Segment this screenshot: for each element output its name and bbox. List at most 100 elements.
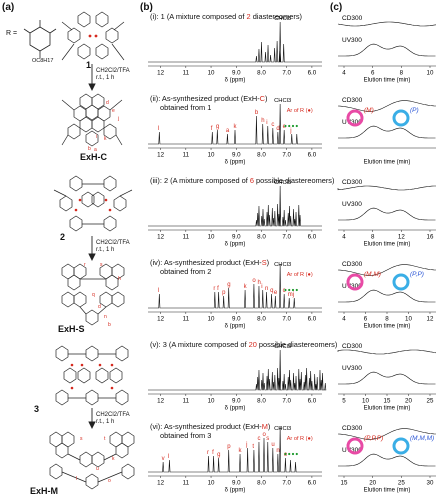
- nmr-tick-label: 12: [157, 234, 164, 241]
- nmr-axis-unit: δ (ppm): [225, 78, 246, 84]
- hplc-tick-label: 30: [427, 480, 434, 487]
- peak-letter: u: [271, 442, 274, 448]
- svg-text:d: d: [98, 304, 101, 310]
- peak-letter: e: [274, 290, 278, 296]
- nmr-row-text-b: possible diastereomers): [256, 340, 338, 349]
- peak-letter: n: [276, 448, 279, 454]
- aryl-marker: [291, 452, 295, 456]
- peak-letter: o: [252, 278, 256, 284]
- peak-letter: j: [289, 128, 291, 134]
- nmr-tick-label: 11: [183, 480, 190, 487]
- peak-letter: r: [213, 286, 215, 292]
- peak-letter: f: [212, 450, 214, 456]
- aryl-label: Ar of R (●): [287, 108, 313, 114]
- svg-text:e: e: [112, 108, 115, 114]
- svg-text:h: h: [118, 276, 121, 282]
- aryl-marker: [291, 288, 295, 292]
- peak-letter: l: [158, 126, 159, 132]
- peak-letter: p: [222, 290, 226, 296]
- peak-letter: s: [266, 436, 269, 442]
- solvent-label: CHCl3: [274, 426, 291, 432]
- aryl-marker: [284, 288, 287, 292]
- nmr-tick-label: 9.0: [232, 480, 241, 487]
- peak-letter: g: [217, 452, 220, 458]
- svg-text:l: l: [76, 476, 77, 482]
- nmr-row-text-b: ): [267, 422, 271, 431]
- hplc-axis-label: Elution time (min): [364, 78, 411, 84]
- nmr-row-highlight: S: [261, 258, 267, 267]
- peak-letter: e: [284, 452, 288, 458]
- nmr-tick-label: 8.0: [257, 234, 266, 241]
- hplc-axis-label: Elution time (min): [364, 406, 411, 412]
- peak-letter: i: [261, 284, 262, 290]
- uv-trace-label: UV300: [342, 119, 362, 126]
- aryl-marker: [295, 124, 298, 128]
- compound-label-exh-m: ExH-M: [30, 486, 59, 496]
- aryl-marker: [295, 452, 298, 456]
- uv-trace: [338, 289, 436, 303]
- svg-text:n: n: [104, 314, 107, 320]
- compound-1-structure: [61, 11, 125, 61]
- svg-text:a: a: [94, 147, 97, 153]
- nmr-tick-label: 7.0: [282, 398, 291, 405]
- nmr-tick-label: 6.0: [308, 70, 317, 77]
- uv-trace: [338, 43, 436, 57]
- time-text: r.t., 1 h: [96, 247, 115, 253]
- uv-trace-label: UV300: [342, 201, 362, 208]
- solvent-label: CHCl3: [274, 180, 291, 186]
- helix-illustration: [392, 437, 410, 455]
- hplc-tick-label: 10: [405, 316, 412, 323]
- peak-letter: h: [257, 280, 260, 286]
- panel-label-b: (b): [140, 2, 153, 13]
- svg-text:k: k: [112, 456, 115, 462]
- hplc-tick-label: 20: [369, 480, 376, 487]
- nmr-row-text-b: ): [265, 94, 268, 103]
- nmr-row-text-a: 3 (A mixture composed of: [162, 340, 249, 349]
- aryl-label: Ar of R (●): [287, 272, 313, 278]
- nmr-tick-label: 12: [157, 70, 164, 77]
- compound-label-exh-c: ExH-C: [80, 152, 108, 162]
- svg-text:q: q: [92, 292, 95, 298]
- time-text: r.t., 1 h: [96, 75, 115, 81]
- hplc-tick-label: 5: [342, 398, 346, 405]
- nmr-tick-label: 12: [157, 398, 164, 405]
- peak-letter: f: [217, 286, 219, 292]
- hplc-tick-label: 15: [341, 480, 348, 487]
- compound-label-1: 1: [86, 60, 92, 70]
- svg-text:o: o: [108, 478, 111, 484]
- peak-letter: t: [252, 444, 254, 450]
- nmr-tick-label: 11: [183, 398, 190, 405]
- nmr-row-highlight: C: [259, 94, 266, 103]
- hplc-tick-label: 15: [384, 398, 391, 405]
- stereo-label: (M,M): [364, 271, 381, 278]
- aryl-marker: [288, 124, 291, 128]
- svg-text:r: r: [84, 262, 86, 268]
- peak-letter: d: [276, 126, 279, 132]
- reaction-arrows: [88, 64, 96, 430]
- nmr-tick-label: 11: [183, 70, 190, 77]
- uv-trace: [338, 207, 436, 221]
- reaction-conditions-1: CH2Cl2/TFA r.t., 1 h: [96, 68, 130, 82]
- peak-letter: c: [271, 122, 274, 128]
- exh-s-structure: [61, 263, 125, 326]
- svg-text:b: b: [88, 146, 91, 152]
- svg-text:u: u: [96, 466, 99, 472]
- uv-trace: [338, 371, 436, 385]
- nmr-tick-label: 10: [208, 234, 215, 241]
- compound-label-3: 3: [34, 404, 40, 414]
- nmr-row-label: (iv): As-synthesized product (ExH-S): [150, 258, 269, 267]
- nmr-tick-label: 9.0: [232, 70, 241, 77]
- hplc-tick-label: 12: [427, 316, 434, 323]
- nmr-row-subtitle: obtained from 2: [160, 267, 212, 276]
- peak-letter: e: [283, 124, 287, 130]
- nmr-tick-label: 7.0: [282, 70, 291, 77]
- time-text: r.t., 1 h: [96, 419, 115, 425]
- nmr-tick-label: 12: [157, 152, 164, 159]
- helix-illustration: [346, 437, 364, 455]
- reaction-conditions-3: CH2Cl2/TFA r.t., 1 h: [96, 412, 130, 426]
- svg-text:d: d: [106, 100, 109, 106]
